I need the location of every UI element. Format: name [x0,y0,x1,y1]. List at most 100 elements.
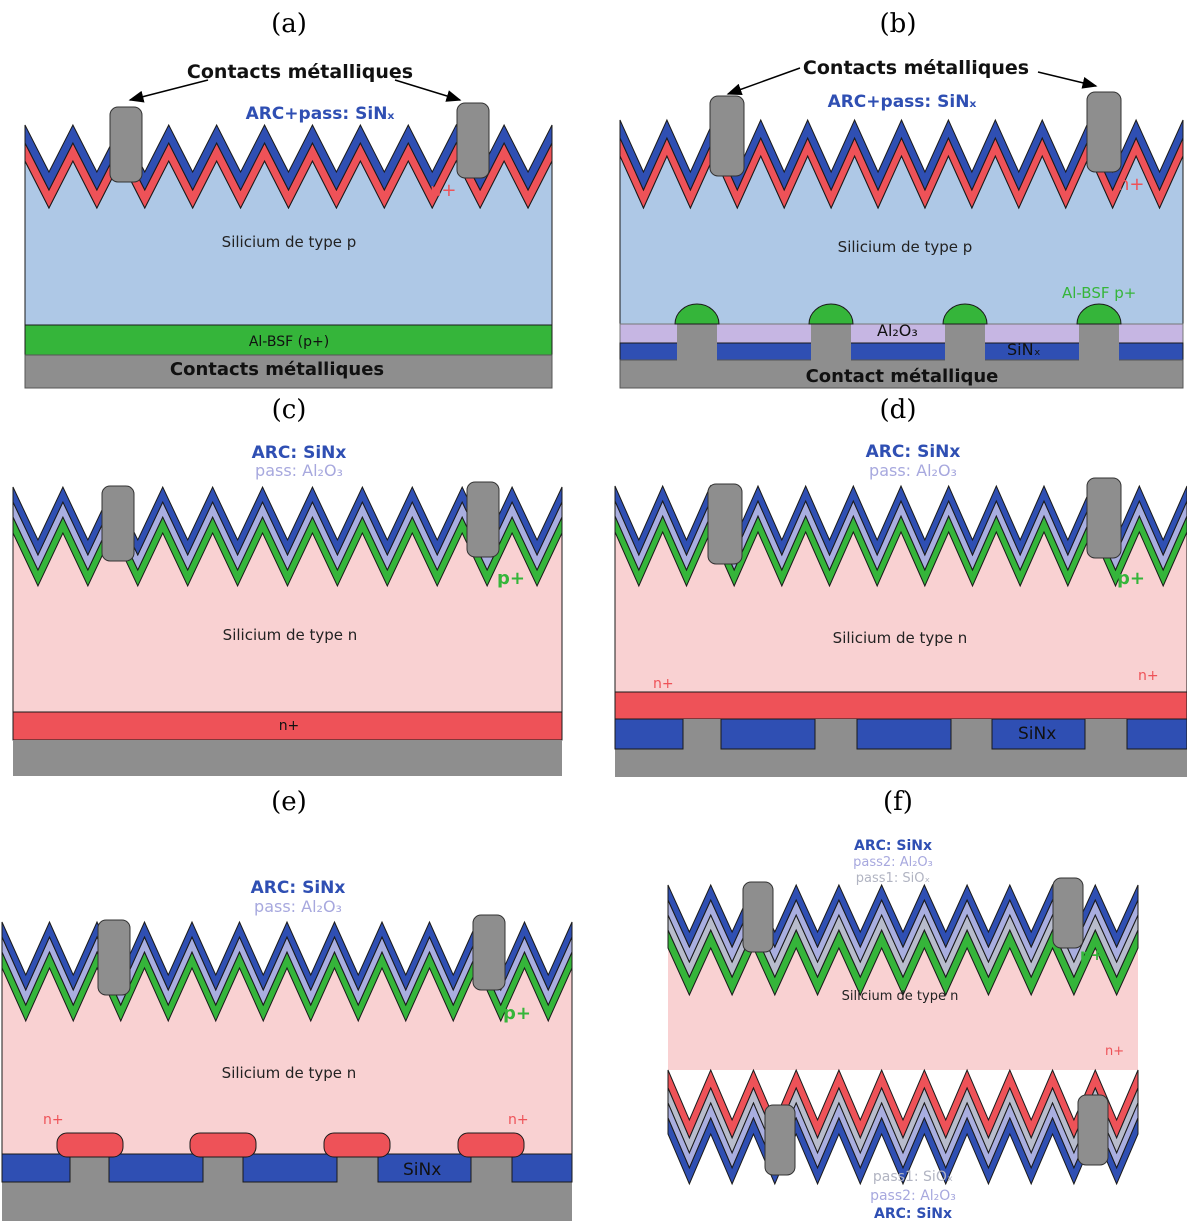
label-back-contacts-a: Contacts métalliques [170,359,384,380]
label-arc-b: ARC+pass: SiNₓ [828,92,977,112]
label-pass1-top-f: pass1: SiOₓ [856,871,931,886]
bsf-dot-b-2 [808,303,854,325]
nplus-pad-e-4 [457,1132,525,1158]
finger-right-b [1086,91,1122,173]
sinx-segment-e-2 [108,1153,204,1183]
finger-right-e [472,914,506,991]
label-sinx-d: SiNx [1018,724,1056,744]
label-contacts-a: Contacts métalliques [187,61,413,83]
sinx-segment-e-1 [1,1153,71,1183]
label-pass2-top-f: pass2: Al₂O₃ [853,855,933,870]
panel-a-layers [24,102,553,389]
caption-e: (e) [271,787,307,817]
finger-top-right-f [1052,877,1084,949]
nplus-pad-e-1 [56,1132,124,1158]
finger-left-d [707,483,743,565]
sinx-segment-e-5 [511,1153,573,1183]
back-contact-b [619,359,1184,389]
bsf-dot-b-4 [1076,303,1122,325]
label-sinx-e: SiNx [403,1160,441,1180]
label-bulk-e: Silicium de type n [222,1064,357,1082]
label-back-contact-b: Contact métallique [806,366,999,387]
label-pplus-c: p+ [497,568,525,589]
nplus-back-d [614,691,1187,720]
label-al2o3-b: Al₂O₃ [877,321,918,340]
finger-left-e [97,919,131,996]
label-pplus-d: p+ [1117,568,1145,589]
label-nplus-c: n+ [279,718,300,734]
bsf-layer-a [24,324,553,356]
caption-c: (c) [272,395,307,425]
label-bsf-b: Al-BSF p+ [1062,284,1136,302]
panel-b: (b) Contacts métalliques ARC+pass: SiNₓ … [619,9,1184,389]
back-contact-c [13,740,562,776]
finger-left-a [109,106,143,183]
label-nplus-b: n+ [1118,174,1145,195]
label-pplus-f: p+ [1080,946,1103,964]
label-arc-a: ARC+pass: SiNₓ [246,104,395,124]
nplus-back-c [12,711,563,741]
label-nplus-f: n+ [1105,1044,1124,1059]
label-bulk-d: Silicium de type n [833,629,968,647]
panel-f: (f) ARC: SiNx pass2: Al₂O₃ pass1: SiOₓ p… [667,787,1139,1221]
label-contacts-b: Contacts métalliques [803,57,1029,79]
sinx-segment-d-1 [614,718,684,750]
label-sinx-b: SiNₓ [1007,340,1041,359]
finger-bottom-left-f [764,1104,796,1176]
bsf-dot-b-3 [942,303,988,325]
sinx-segment-d-2 [720,718,816,750]
caption-a: (a) [271,9,307,39]
label-bulk-a: Silicium de type p [222,233,357,251]
label-bulk-f: Silicium de type n [842,989,959,1004]
finger-left-c [101,485,135,562]
panel-d-layers [614,477,1187,777]
arrow-left-b [726,67,801,96]
finger-right-c [466,481,500,558]
via-b-4 [1079,320,1119,362]
label-nplus-left-e: n+ [43,1112,64,1128]
label-nplus-right-e: n+ [508,1112,529,1128]
panel-e: (e) ARC: SiNx pass: Al₂O₃ p+ Silicium de… [1,787,573,1221]
label-nplus-right-d: n+ [1138,668,1159,684]
finger-right-a [456,102,490,179]
label-bsf-a: Al-BSF (p+) [249,334,329,350]
label-nplus-a: n+ [430,180,457,201]
via-b-3 [945,320,985,362]
arrow-left-a [128,79,209,103]
sinx-bottom-layer-f [667,1116,1139,1186]
sinx-layer-e [1,920,573,992]
arrow-right-a [394,79,462,102]
sinx-layer-d [614,484,1187,557]
label-pass-e: pass: Al₂O₃ [254,897,342,916]
panel-b-layers [619,91,1184,389]
label-pass-d: pass: Al₂O₃ [869,461,957,480]
label-arc-bottom-f: ARC: SiNx [874,1206,952,1221]
panel-d: (d) ARC: SiNx pass: Al₂O₃ p+ Silicium de… [614,395,1187,777]
arrow-right-b [1037,71,1098,89]
sinx-segment-d-3 [856,718,952,750]
caption-d: (d) [880,395,917,425]
sinx-segment-e-4 [377,1153,472,1183]
panel-a: (a) Contacts métalliques ARC+pass: SiNₓ … [24,9,553,389]
label-arc-e: ARC: SiNx [251,878,346,898]
caption-f: (f) [883,787,913,817]
back-contact-a [24,354,553,389]
label-pplus-e: p+ [503,1003,531,1024]
via-b-2 [811,320,851,362]
finger-left-b [709,95,745,177]
sinx-segment-e-3 [242,1153,338,1183]
label-bulk-b: Silicium de type p [838,238,973,256]
label-arc-c: ARC: SiNx [252,443,347,463]
label-pass1-bottom-f: pass1: SiOₓ [873,1169,953,1185]
finger-top-left-f [742,881,774,953]
label-pass-c: pass: Al₂O₃ [255,461,343,480]
finger-bottom-right-f [1077,1094,1109,1166]
label-bulk-c: Silicium de type n [223,626,358,644]
sinx-segment-d-4 [991,718,1086,750]
label-arc-top-f: ARC: SiNx [854,838,932,854]
via-b-1 [677,320,717,362]
nplus-pad-e-2 [189,1132,257,1158]
label-pass2-bottom-f: pass2: Al₂O₃ [870,1188,956,1204]
bsf-dot-b-1 [674,303,720,325]
